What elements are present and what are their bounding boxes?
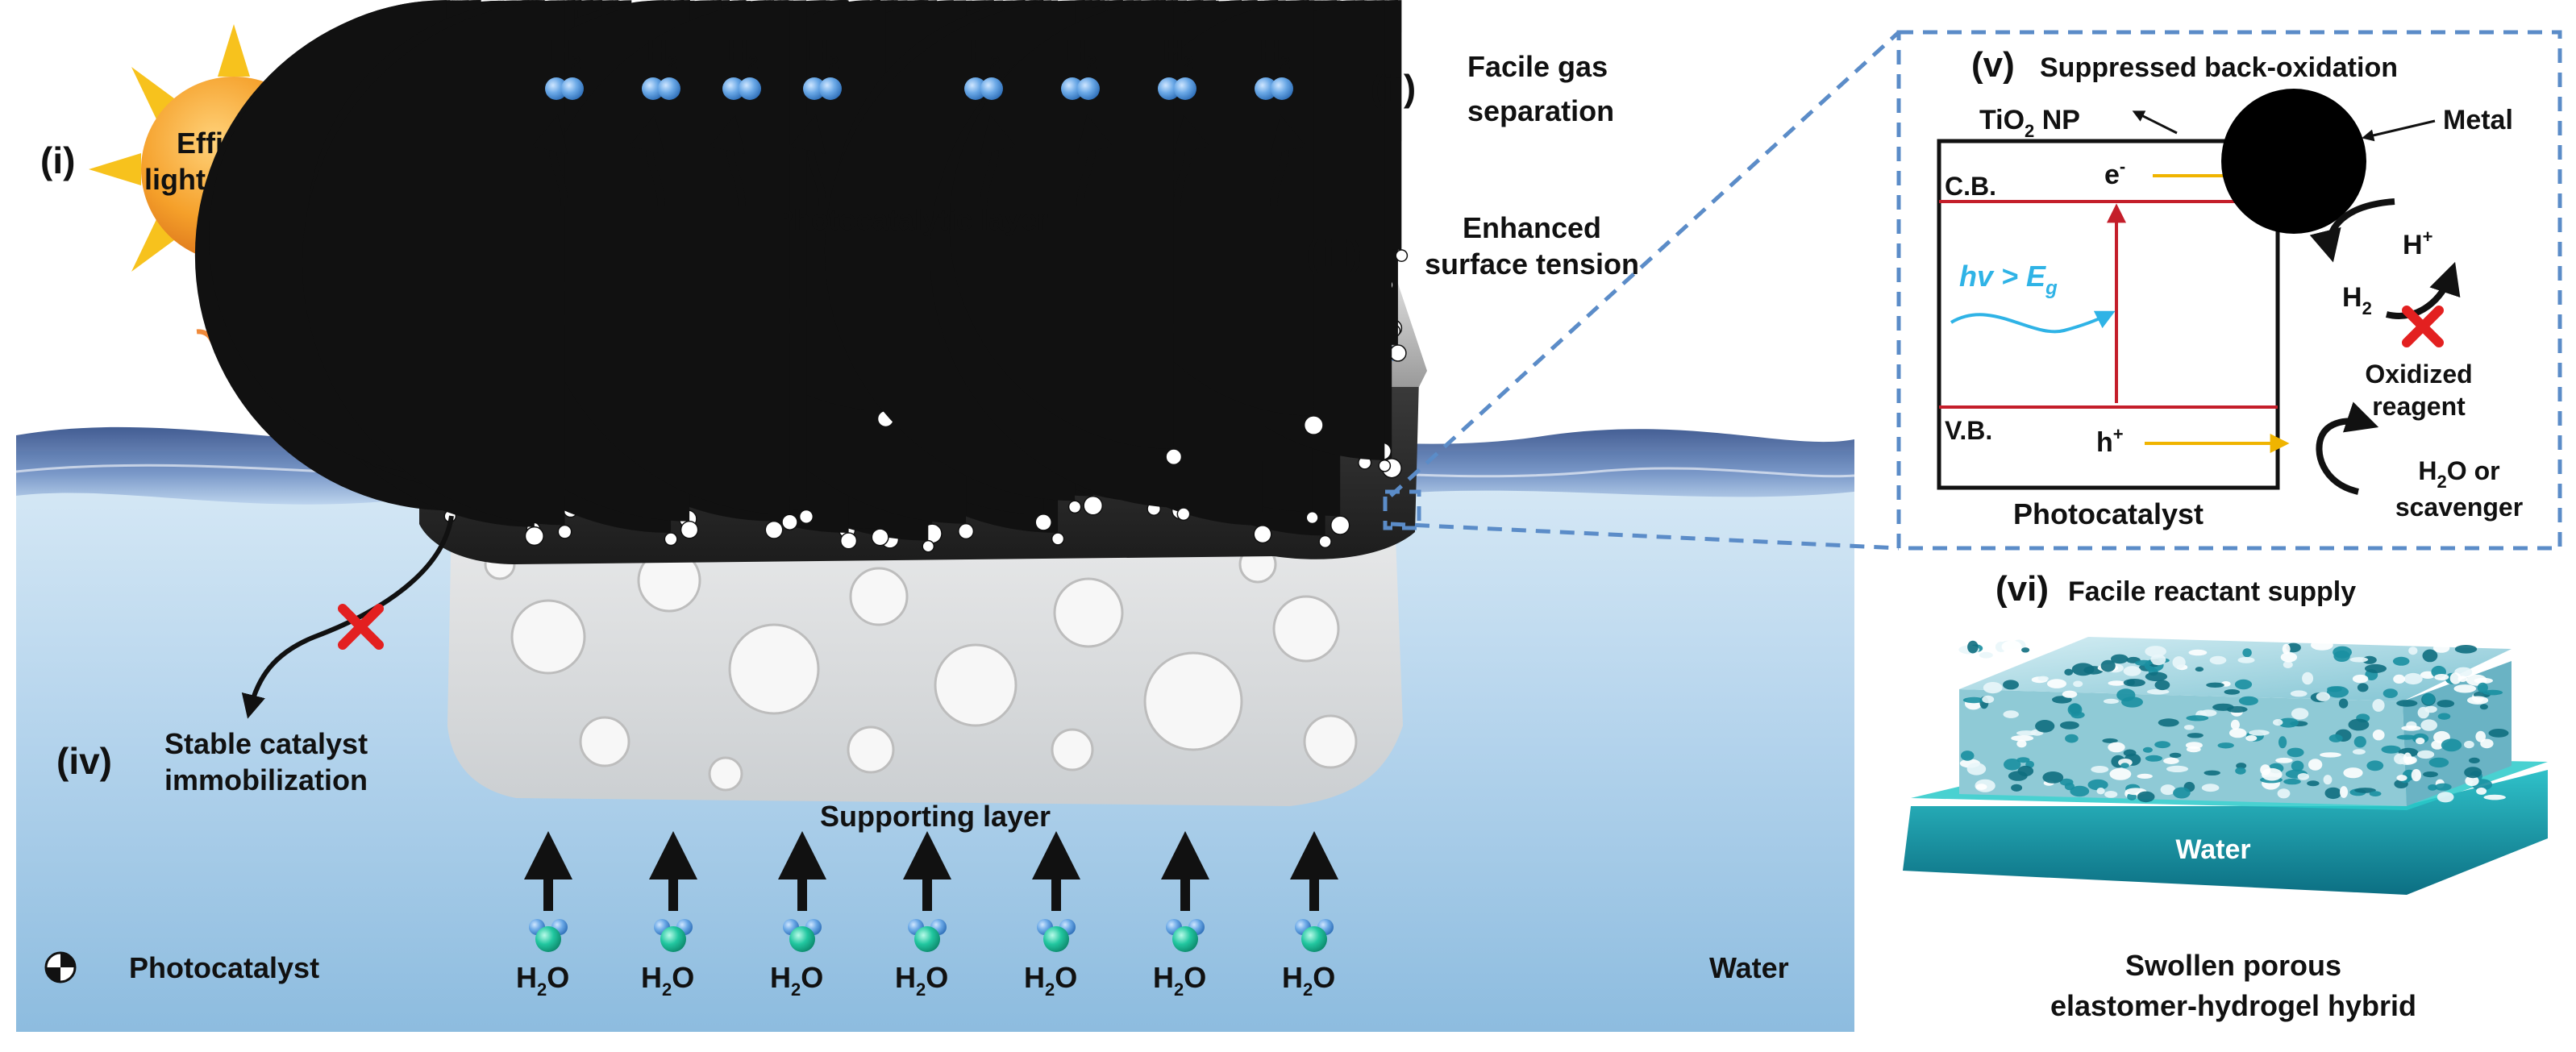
panel-v-title: Suppressed back-oxidation <box>2040 52 2398 83</box>
metal-particle <box>2221 89 2366 234</box>
hydrogel-base <box>1903 770 2548 895</box>
panel-vi-marker: (vi) <box>1995 569 2049 609</box>
h2-label: H2 <box>1259 34 1290 73</box>
h2-molecule-icon <box>1255 77 1293 100</box>
h2o-molecule-icon <box>1037 919 1076 952</box>
cb-label: C.B. <box>1945 172 1996 201</box>
gas-label-line2: separation <box>1467 94 1614 127</box>
immobilization-cross-icon <box>338 604 384 650</box>
h2o-label: H2O <box>641 961 694 1000</box>
gas-label-line1: Facile gas <box>1467 50 1608 83</box>
h2-label: H2 <box>647 34 677 73</box>
h2-label: H2 <box>550 34 581 73</box>
tension-label-line2: surface tension <box>1425 247 1639 281</box>
scavenger-label-line1: H2O or <box>2418 456 2499 492</box>
panel-v: (v) Suppressed back-oxidation C.B. V.B. … <box>1896 30 2562 551</box>
h2-label: H2 <box>1066 34 1097 73</box>
panel-vi: (vi) Facile reactant supply Water Swolle… <box>1903 569 2548 1022</box>
gas-marker: (ii) <box>1371 67 1416 109</box>
back-oxidation-cross-icon <box>2402 306 2444 347</box>
panel-vi-title: Facile reactant supply <box>2068 576 2356 607</box>
h2o-molecules: H2O H2O H2O H2O H2O H2O H2O <box>516 831 1338 1000</box>
h2-molecule-icon <box>545 77 584 100</box>
h2-label: H2 <box>808 34 839 73</box>
h2o-molecule-icon <box>529 919 568 952</box>
h2o-molecule-icon <box>654 919 693 952</box>
panel-v-marker: (v) <box>1971 45 2015 85</box>
tio2-label: TiO2 NP <box>1979 105 2080 141</box>
immobilization-label-line1: Stable catalyst <box>164 727 368 760</box>
immobilization-marker: (iv) <box>56 740 112 782</box>
h2o-label: H2O <box>516 961 569 1000</box>
h2-molecule-icon <box>803 77 842 100</box>
vb-label: V.B. <box>1945 416 1992 445</box>
metal-pointer <box>2362 119 2436 142</box>
h2-label: H2 <box>727 34 758 73</box>
tio2-pointer <box>2132 110 2178 135</box>
h2o-label: H2O <box>1024 961 1077 1000</box>
h2-release-arrow <box>980 114 1016 206</box>
metal-label: Metal <box>2443 105 2513 135</box>
catalyst-particles <box>194 0 1409 553</box>
hole-scavenging-curve <box>2316 401 2379 495</box>
zoom-connector <box>1383 31 1900 551</box>
photon-label: hv > Eg <box>1959 260 2058 299</box>
h2-label: H2 <box>969 34 1000 73</box>
hole-label: h+ <box>2096 424 2124 458</box>
h2-release-arrow <box>532 114 568 206</box>
h2o-label: H2O <box>1282 961 1335 1000</box>
h2o-label: H2O <box>770 961 823 1000</box>
h2-release-arrow <box>1173 114 1209 206</box>
h2-molecules: H2 H2 H2 H2 H2 H2 H2 H2 <box>532 34 1306 206</box>
panel-vi-caption-line2: elastomer-hydrogel hybrid <box>2050 989 2416 1022</box>
h2-release-arrow <box>1270 114 1306 206</box>
photocatalytic-layer-label: Photocatalytic layer <box>774 203 1048 236</box>
h2-molecule-icon <box>1158 77 1196 100</box>
scavenger-label-line2: scavenger <box>2395 493 2523 522</box>
h2-release-arrow <box>629 114 665 206</box>
h2o-label: H2O <box>1153 961 1206 1000</box>
electron-label: e- <box>2104 156 2125 190</box>
porous-block-top <box>1959 637 2511 701</box>
h2o-molecule-icon <box>1166 919 1205 952</box>
h2-product-label: H2 <box>2342 282 2372 318</box>
h2-release-arrow <box>1076 114 1113 206</box>
h2o-label: H2O <box>895 961 948 1000</box>
supporting-layer-label: Supporting layer <box>820 800 1051 833</box>
panel-vi-water-label: Water <box>2175 834 2250 865</box>
light-marker: (i) <box>40 139 75 181</box>
h2o-molecule-icon <box>1295 919 1334 952</box>
photocatalyst-legend-icon <box>44 951 77 983</box>
h2-label: H2 <box>1163 34 1193 73</box>
oxidized-label-line2: reagent <box>2372 392 2466 421</box>
tension-marker: (iii) <box>1306 232 1362 274</box>
hydrogel-pores <box>1958 639 2509 803</box>
h2-release-arrow <box>790 114 826 206</box>
h2o-molecule-icon <box>783 919 822 952</box>
h2-molecule-icon <box>722 77 761 100</box>
immobilization-label-line2: immobilization <box>164 763 368 796</box>
h2-molecule-icon <box>964 77 1003 100</box>
supporting-layer-pores <box>484 545 1358 792</box>
water-label: Water <box>1709 951 1789 984</box>
panel-vi-caption-line1: Swollen porous <box>2125 949 2341 982</box>
h2-molecule-icon <box>642 77 680 100</box>
left-scene: (i) Efficient light delivery <box>15 0 1855 1032</box>
h-plus-label: H+ <box>2403 227 2432 260</box>
h2-release-arrow <box>710 114 746 206</box>
photon-arrow <box>1950 310 2116 334</box>
tension-label-line1: Enhanced <box>1463 211 1601 244</box>
reduction-curve <box>2309 198 2395 263</box>
photocatalyst-legend-label: Photocatalyst <box>129 951 319 984</box>
oxidized-label-line1: Oxidized <box>2365 360 2472 389</box>
back-oxidation-curve <box>2386 261 2461 319</box>
photocatalyst-label: Photocatalyst <box>2013 497 2204 530</box>
h2o-molecule-icon <box>908 919 947 952</box>
immobilization-arrow <box>241 515 454 719</box>
h2-molecule-icon <box>1061 77 1100 100</box>
